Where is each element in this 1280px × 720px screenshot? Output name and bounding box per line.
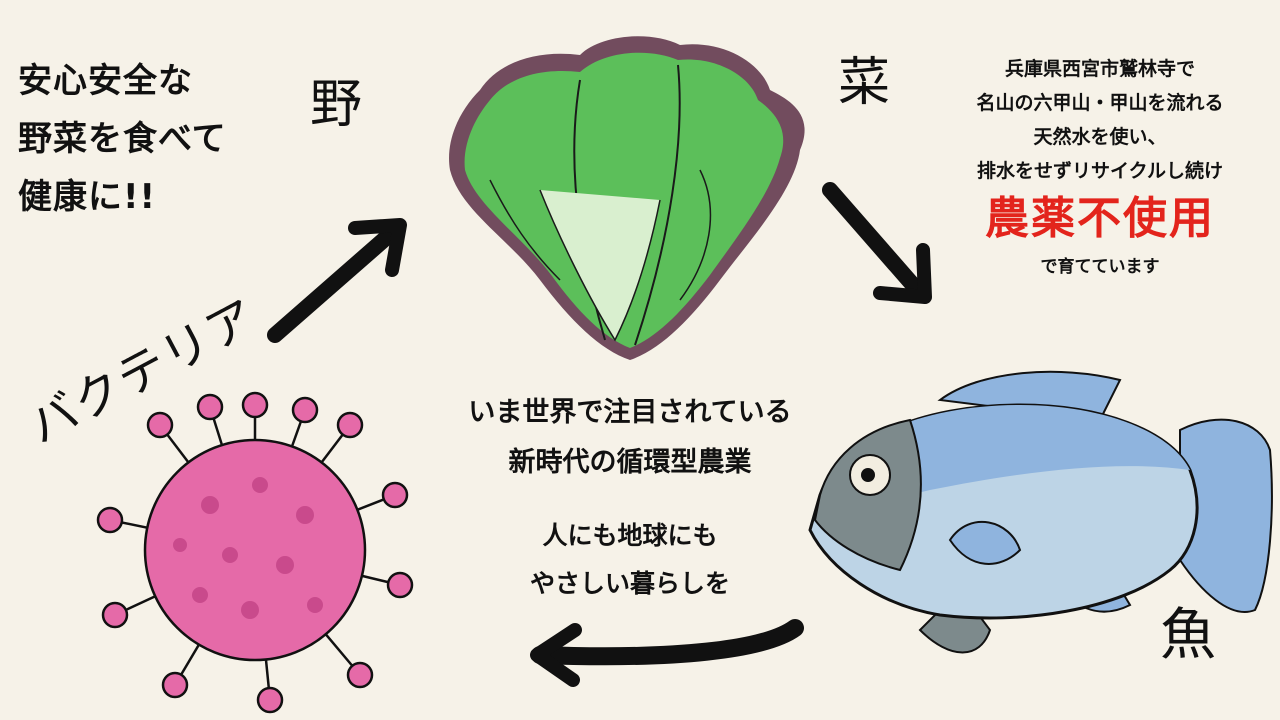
tagline-line-2: 野菜を食べて bbox=[18, 119, 227, 159]
info-line-3: 天然水を使い、 bbox=[1033, 126, 1167, 148]
arrow-bacteria-to-lettuce bbox=[267, 218, 407, 343]
tagline-line-3: 健康に!! bbox=[18, 177, 157, 217]
lettuce-illustration bbox=[449, 36, 805, 361]
info-block: 兵庫県西宮市鷲林寺で 名山の六甲山・甲山を流れる 天然水を使い、 排水をせずリサ… bbox=[945, 52, 1255, 284]
arrow-fish-to-bacteria bbox=[530, 619, 804, 687]
center-line-3: 人にも地球にも bbox=[542, 521, 718, 550]
center-line-1: いま世界で注目されている bbox=[468, 397, 792, 428]
center-message-2: 人にも地球にも やさしい暮らしを bbox=[460, 512, 800, 608]
pesticide-free-highlight: 農薬不使用 bbox=[985, 193, 1215, 244]
center-line-4: やさしい暮らしを bbox=[529, 569, 730, 598]
info-line-1: 兵庫県西宮市鷲林寺で bbox=[1004, 58, 1195, 80]
tagline-line-1: 安心安全な bbox=[18, 61, 193, 101]
fish-illustration bbox=[808, 370, 1273, 654]
center-message-1: いま世界で注目されている 新時代の循環型農業 bbox=[420, 388, 840, 488]
center-line-2: 新時代の循環型農業 bbox=[508, 447, 752, 478]
fish-label: 魚 bbox=[1160, 603, 1216, 668]
vegetable-label-1: 野 bbox=[310, 75, 363, 135]
info-line-4: 排水をせずリサイクルし続け bbox=[976, 160, 1224, 182]
bacteria-illustration bbox=[96, 391, 414, 714]
arrow-lettuce-to-fish bbox=[822, 182, 932, 304]
tagline: 安心安全な 野菜を食べて 健康に!! bbox=[18, 52, 288, 226]
info-line-2: 名山の六甲山・甲山を流れる bbox=[976, 92, 1224, 114]
info-tail: で育てています bbox=[1040, 257, 1160, 277]
vegetable-label-2: 菜 bbox=[838, 53, 891, 113]
